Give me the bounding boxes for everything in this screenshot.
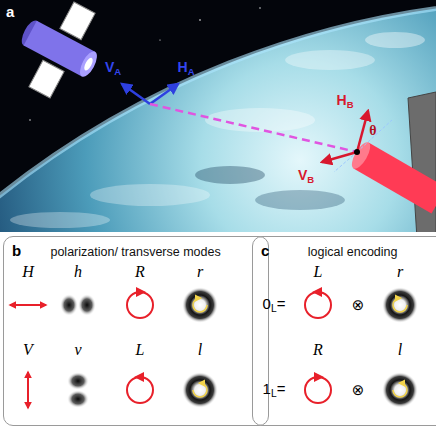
vector-label: 1L=: [263, 380, 286, 399]
mode-label: V: [23, 341, 33, 359]
panel-box: clogical encoding: [252, 236, 436, 426]
panel-letter: a: [6, 3, 430, 20]
vector-label: θ: [369, 123, 376, 139]
panel-heading: polarization/ transverse modes: [21, 245, 260, 259]
mode-label: l: [398, 341, 402, 359]
mode-label: r: [397, 263, 403, 281]
scene-panel: a: [0, 0, 436, 232]
mode-label: l: [198, 341, 202, 359]
mode-label: H: [22, 263, 34, 281]
panel-letter: c: [261, 242, 269, 259]
panel-letter: b: [12, 242, 21, 259]
vector-label: 0L=: [263, 295, 286, 314]
mode-label: v: [74, 341, 81, 359]
tensor-symbol: ⊗: [352, 296, 365, 314]
mode-label: L: [314, 263, 323, 281]
vector-label: HB: [337, 92, 354, 110]
vector-label: VA: [105, 59, 121, 77]
panel-heading: logical encoding: [269, 245, 436, 259]
mode-label: R: [313, 341, 323, 359]
mode-label: R: [135, 263, 145, 281]
mode-label: r: [197, 263, 203, 281]
mode-label: h: [74, 263, 82, 281]
mode-label: L: [136, 341, 145, 359]
vector-label: VB: [298, 167, 314, 185]
tensor-symbol: ⊗: [352, 381, 365, 399]
vector-label: HA: [178, 59, 195, 77]
